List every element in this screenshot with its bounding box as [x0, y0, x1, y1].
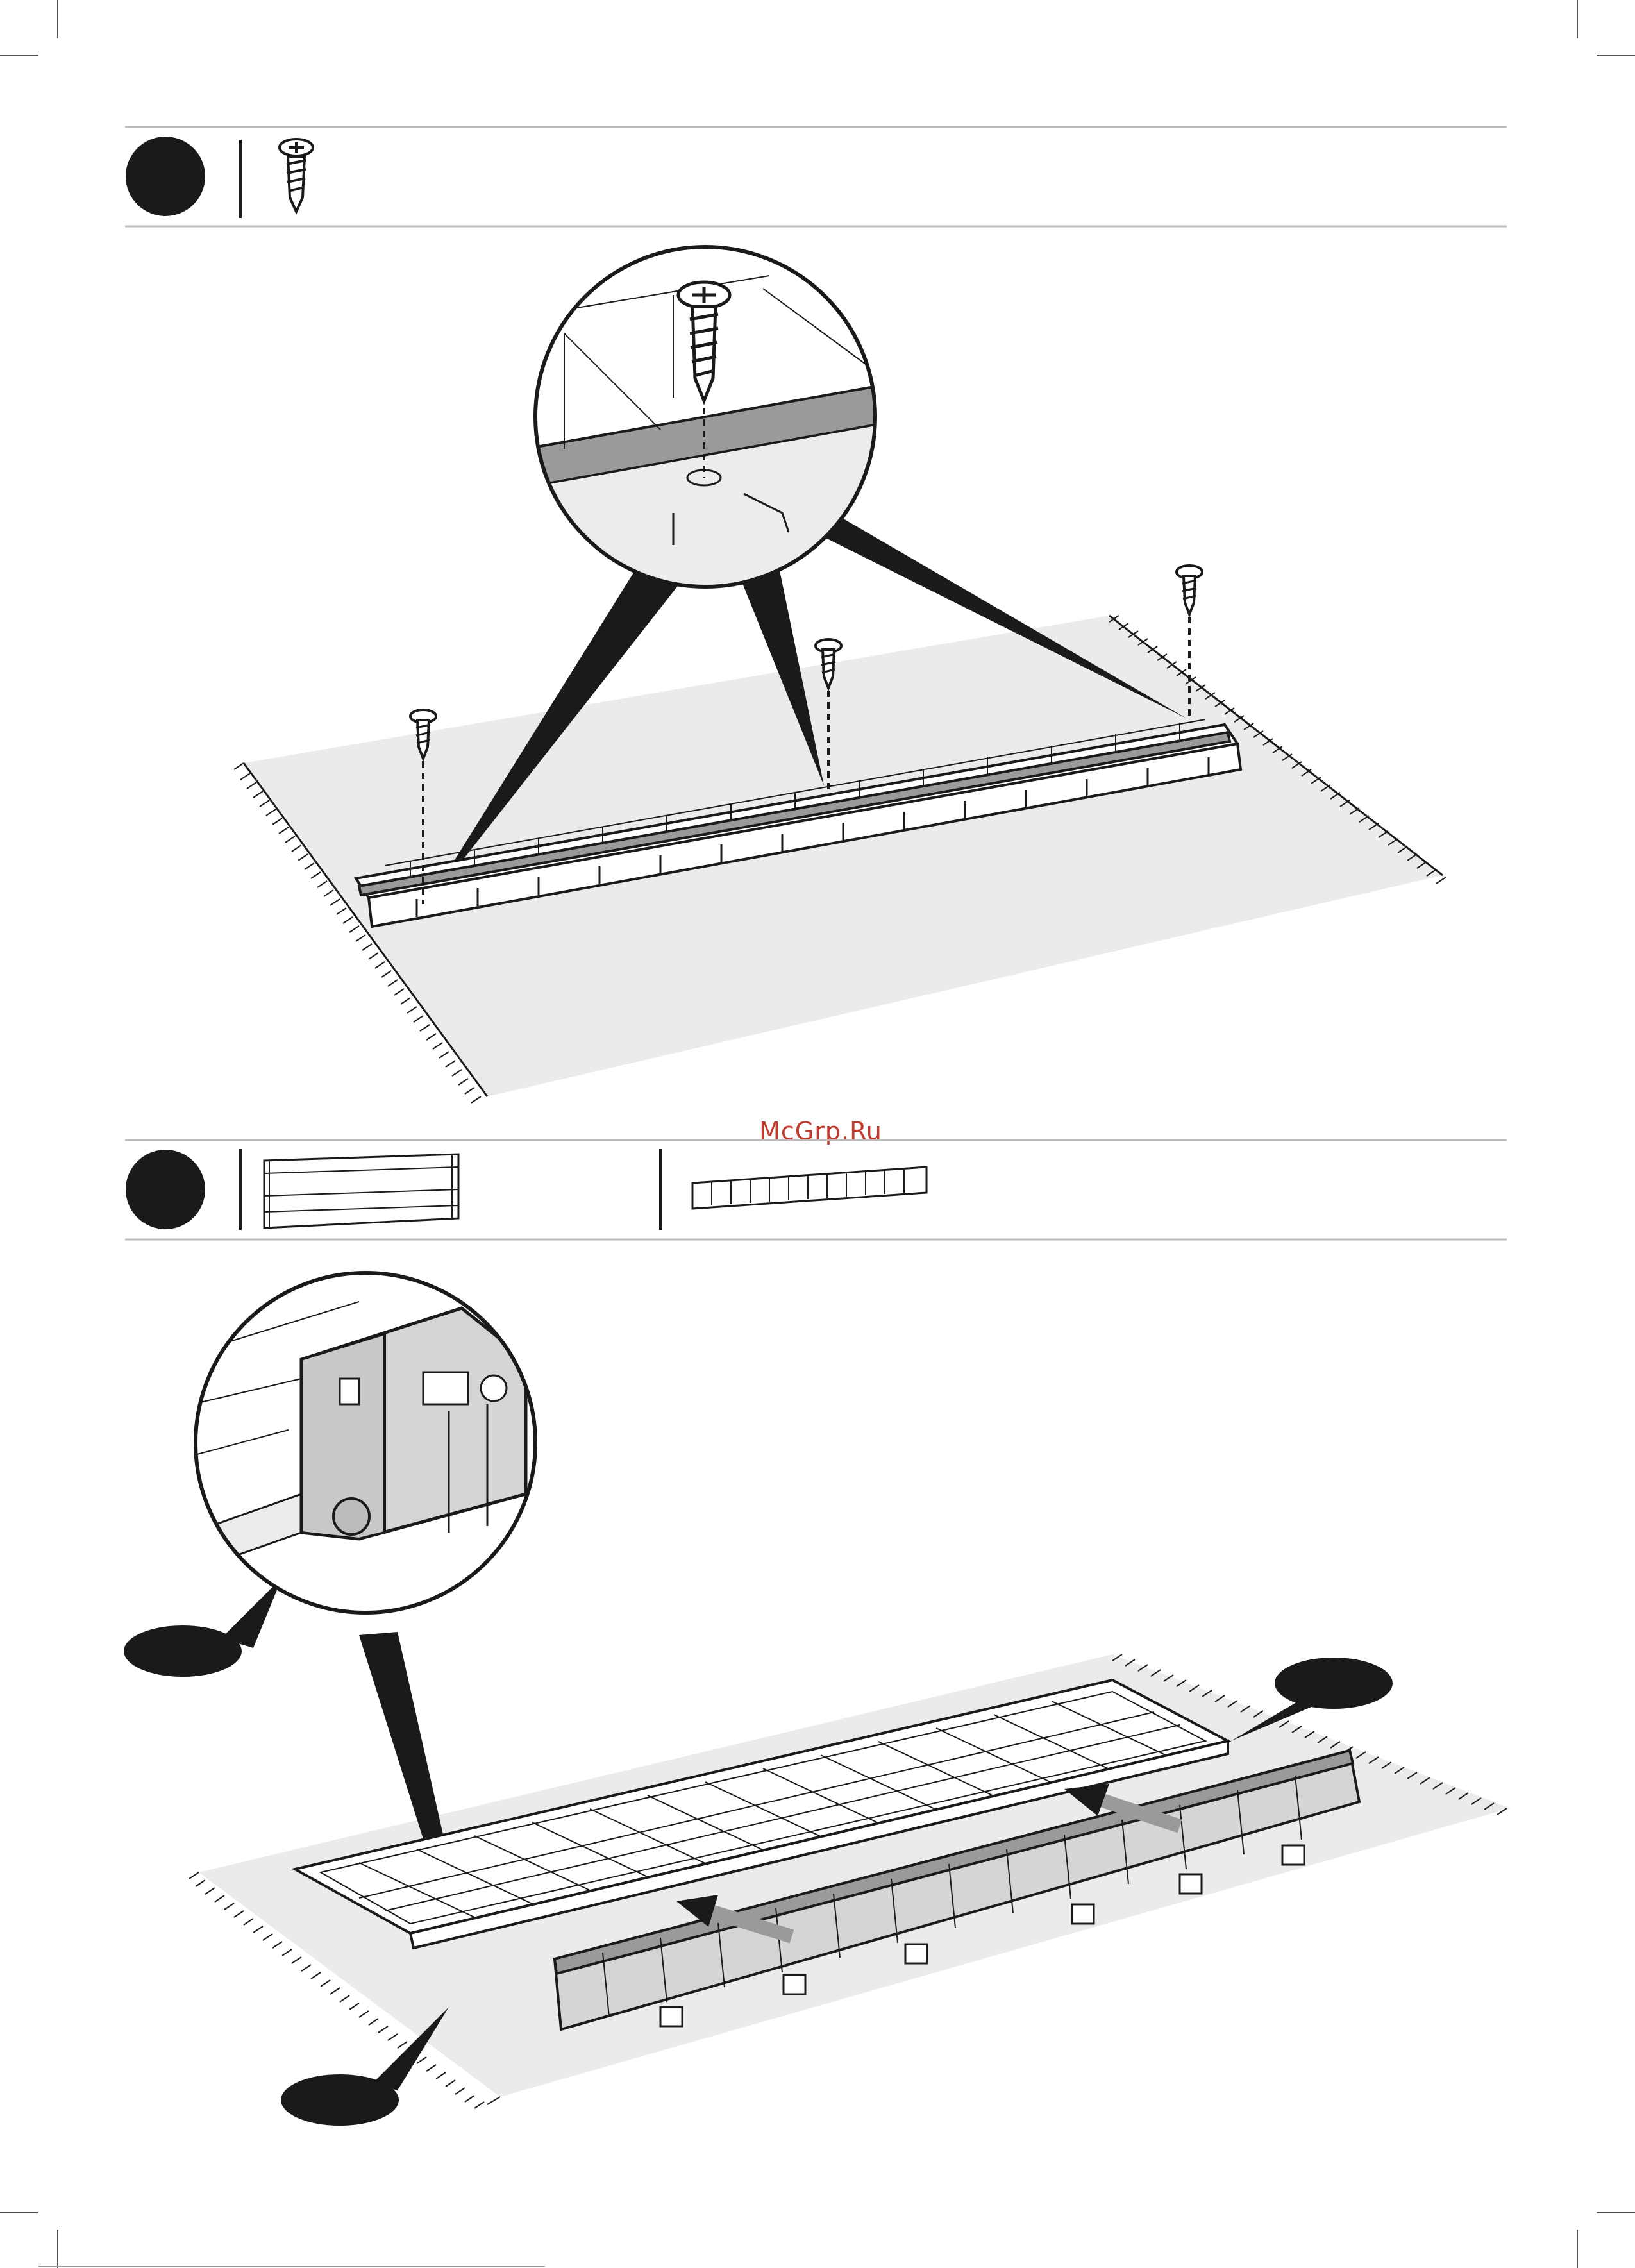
zoom-detail-circle	[192, 1273, 535, 1613]
base-frame-icon	[692, 1167, 927, 1209]
step-badge-icon	[126, 1150, 205, 1229]
step-header-screw	[0, 122, 1635, 237]
screw-assembly-illustration	[0, 237, 1635, 1109]
zoom-detail-circle	[526, 247, 885, 596]
step-badge-icon	[126, 137, 205, 216]
screw-icon	[280, 139, 313, 212]
label-oval-icon	[124, 1625, 242, 1677]
panel-assembly-illustration	[0, 1263, 1635, 2161]
label-oval-icon	[1275, 1658, 1393, 1709]
side-panel-icon	[264, 1154, 458, 1228]
step-header-panels	[0, 1135, 1635, 1250]
